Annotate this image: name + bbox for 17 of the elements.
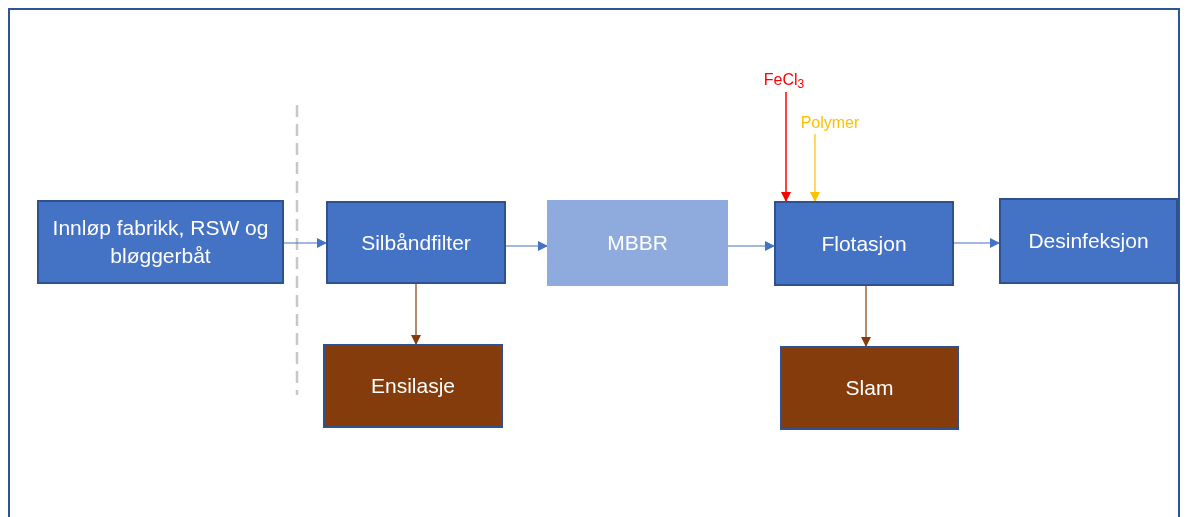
arrow <box>781 91 791 202</box>
chemical-label: Polymer <box>793 112 867 134</box>
arrow <box>411 283 421 345</box>
arrow <box>727 241 775 251</box>
chemical-label: FeCl$_{3}$ <box>754 68 814 92</box>
output-box: Ensilasje <box>323 344 503 428</box>
arrow <box>505 241 548 251</box>
process-box: Desinfeksjon <box>999 198 1178 284</box>
arrow <box>953 238 1000 248</box>
arrow <box>810 133 820 202</box>
arrow <box>861 285 871 347</box>
process-box: Silbåndfilter <box>326 201 506 284</box>
process-box: Flotasjon <box>774 201 954 286</box>
process-box: Innløp fabrikk, RSW og bløggerbåt <box>37 200 284 284</box>
arrow <box>283 238 327 248</box>
output-box: Slam <box>780 346 959 430</box>
process-box: MBBR <box>547 200 728 286</box>
